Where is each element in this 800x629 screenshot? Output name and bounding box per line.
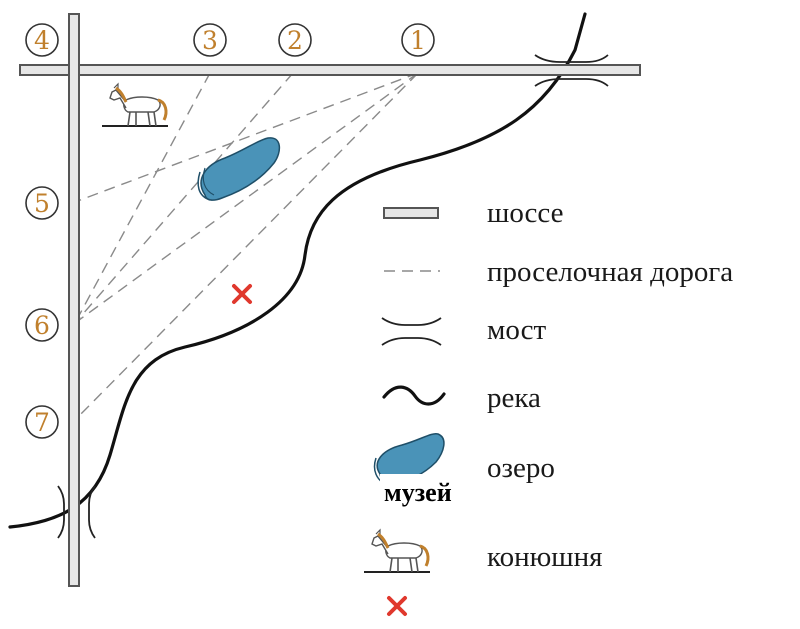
bridge-bottom: [57, 485, 96, 539]
marker-6: 6: [25, 308, 59, 342]
marker-5-label: 5: [34, 189, 50, 218]
highway-horizontal: [19, 64, 641, 76]
legend-highway-label: шоссе: [487, 197, 564, 229]
lake-map: [197, 137, 281, 201]
marker-3: 3: [193, 23, 227, 57]
marker-4: 4: [25, 23, 59, 57]
legend-bridge-label: мост: [487, 314, 546, 346]
museum-label-box: [380, 474, 472, 510]
dirt-road-3-6: [74, 72, 211, 324]
marker-7: 7: [25, 405, 59, 439]
bridge-top: [534, 54, 609, 87]
marker-4-label: 4: [34, 26, 50, 55]
river: [8, 12, 587, 529]
legend-bridge-symbol: [381, 317, 442, 346]
legend-museum-label: музей: [384, 478, 452, 507]
highway-vertical: [68, 13, 80, 587]
marker-1: 1: [401, 23, 435, 57]
marker-2: 2: [278, 23, 312, 57]
legend-stable-symbol: [364, 528, 430, 573]
marker-1-label: 1: [410, 26, 426, 55]
legend-lake-label: озеро: [487, 452, 555, 484]
legend-dirt-road-label: проселочная дорога: [487, 256, 733, 288]
legend-highway-symbol: [383, 207, 439, 219]
marker-7-label: 7: [34, 408, 50, 437]
marker-2-label: 2: [287, 26, 303, 55]
dirt-road-1-7: [74, 72, 419, 421]
dirt-road-2-6: [74, 72, 294, 324]
museum-cross-map: [232, 284, 252, 304]
legend: шоссе проселочная дорога мост река озеро…: [364, 197, 733, 616]
marker-5: 5: [25, 186, 59, 220]
marker-6-label: 6: [34, 311, 50, 340]
marker-3-label: 3: [202, 26, 218, 55]
highways: [19, 13, 641, 587]
legend-river-label: река: [487, 382, 541, 414]
dirt-roads: [74, 72, 419, 421]
legend-museum-cross-symbol: [387, 596, 407, 616]
legend-stable-label: конюшня: [487, 541, 603, 573]
dirt-road-1-5: [74, 72, 419, 203]
stable-map: [102, 82, 168, 127]
legend-river-symbol: [382, 385, 446, 406]
